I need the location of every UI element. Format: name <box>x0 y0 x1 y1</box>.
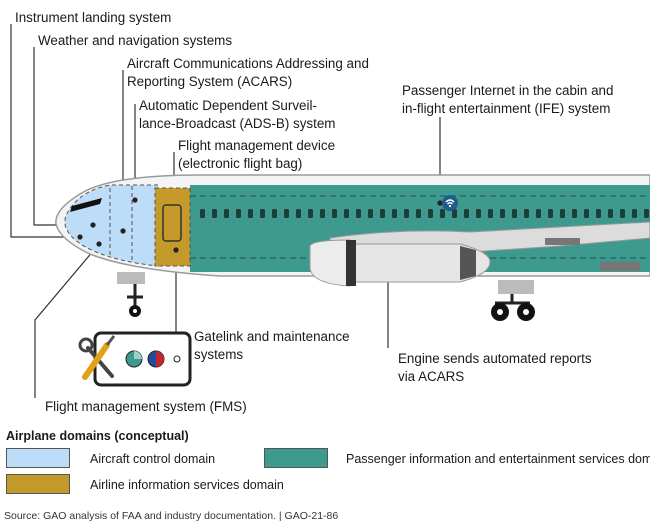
cabin-window <box>464 209 469 218</box>
legend-label-aircraft-control: Aircraft control domain <box>90 452 216 466</box>
passenger-domain-area <box>190 185 650 272</box>
cabin-window <box>308 209 313 218</box>
cabin-window <box>248 209 253 218</box>
cabin-window <box>356 209 361 218</box>
label-ife-line2: in-flight entertainment (IFE) system <box>402 101 611 116</box>
cabin-window <box>608 209 613 218</box>
cabin-window <box>392 209 397 218</box>
leader-lines <box>10 24 441 398</box>
label-adsb-line2: lance-Broadcast (ADS-B) system <box>139 116 336 131</box>
cabin-window <box>632 209 637 218</box>
legend-swatch-aircraft-control <box>6 448 70 468</box>
cabin-window <box>452 209 457 218</box>
label-ife-line1: Passenger Internet in the cabin and <box>402 83 614 98</box>
label-efb-line2: (electronic flight bag) <box>178 156 303 171</box>
wifi-icon <box>442 195 458 211</box>
main-landing-gear <box>491 280 535 321</box>
cabin-window <box>488 209 493 218</box>
cabin-window <box>572 209 577 218</box>
legend-swatch-passenger-info <box>264 448 328 468</box>
maintenance-tablet <box>93 331 192 387</box>
cabin-window <box>284 209 289 218</box>
cabin-window <box>524 209 529 218</box>
cabin-window <box>440 209 445 218</box>
cabin-window <box>584 209 589 218</box>
label-gatelink-line2: systems <box>194 347 244 362</box>
cabin-window <box>332 209 337 218</box>
cabin-window <box>500 209 505 218</box>
legend-title: Airplane domains (conceptual) <box>6 429 189 443</box>
cabin-window <box>296 209 301 218</box>
cabin-window <box>548 209 553 218</box>
wrench-screwdriver-icon <box>78 335 116 380</box>
legend-label-passenger-info: Passenger information and entertainment … <box>346 452 650 466</box>
cabin-window <box>260 209 265 218</box>
cabin-window <box>236 209 241 218</box>
leader-ils <box>10 24 80 238</box>
cabin-window <box>212 209 217 218</box>
cabin-windows <box>200 209 649 218</box>
label-fms: Flight management system (FMS) <box>45 399 247 414</box>
label-engine-line1: Engine sends automated reports <box>398 351 592 366</box>
cabin-window <box>224 209 229 218</box>
label-weather-navigation: Weather and navigation systems <box>38 33 233 48</box>
cabin-window <box>428 209 433 218</box>
label-instrument-landing-system: Instrument landing system <box>15 10 172 25</box>
cabin-window <box>368 209 373 218</box>
cabin-window <box>620 209 625 218</box>
label-adsb-line1: Automatic Dependent Surveil- <box>139 98 317 113</box>
cabin-window <box>320 209 325 218</box>
label-acars-line1: Aircraft Communications Addressing and <box>127 56 369 71</box>
cockpit-windshield <box>70 198 102 212</box>
cabin-window <box>272 209 277 218</box>
cabin-window <box>560 209 565 218</box>
nose-landing-gear <box>117 272 145 317</box>
cabin-window <box>416 209 421 218</box>
label-efb-line1: Flight management device <box>178 138 336 153</box>
cabin-window <box>344 209 349 218</box>
label-engine-line2: via ACARS <box>398 369 465 384</box>
cabin-window <box>596 209 601 218</box>
cabin-window <box>536 209 541 218</box>
cabin-window <box>512 209 517 218</box>
legend-label-airline-info: Airline information services domain <box>90 478 284 492</box>
leader-fms <box>34 243 100 398</box>
legend-swatch-airline-info <box>6 474 70 494</box>
cabin-window <box>644 209 649 218</box>
cabin-window <box>404 209 409 218</box>
cabin-window <box>200 209 205 218</box>
label-gatelink-line1: Gatelink and maintenance <box>194 329 350 344</box>
flight-bag-device <box>162 204 182 242</box>
engine <box>309 239 491 287</box>
cabin-window <box>380 209 385 218</box>
label-acars-line2: Reporting System (ACARS) <box>127 74 293 89</box>
source-note: Source: GAO analysis of FAA and industry… <box>4 510 339 522</box>
cabin-window <box>476 209 481 218</box>
